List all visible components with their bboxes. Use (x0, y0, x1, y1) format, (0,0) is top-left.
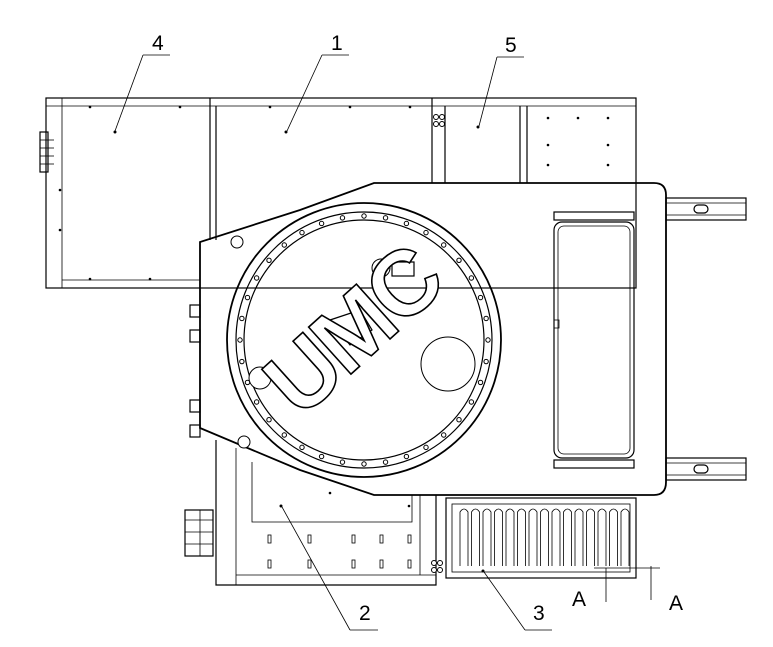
callout-3: 3 (533, 602, 545, 625)
section-label-right: A (669, 592, 683, 615)
section-label-left: A (572, 588, 586, 611)
callout-1: 1 (331, 32, 343, 55)
top-frame (39, 97, 637, 289)
main-plate (189, 182, 667, 496)
leader-lines (114, 54, 660, 631)
lower-left-box (184, 440, 437, 586)
turntable (226, 202, 502, 478)
callout-5: 5 (505, 34, 517, 57)
callout-4: 4 (152, 32, 164, 55)
lower-right-box (431, 497, 637, 579)
callout-2: 2 (359, 602, 371, 625)
right-rails (665, 197, 747, 481)
